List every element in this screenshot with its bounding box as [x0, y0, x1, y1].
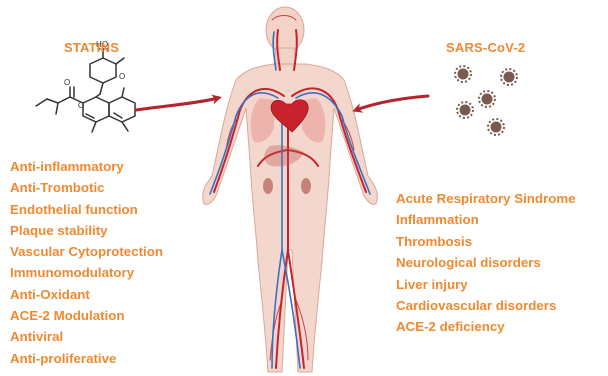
- sars-cov-2-effect-item: Thrombosis: [396, 231, 576, 252]
- svg-text:O: O: [64, 78, 70, 87]
- right-curved-arrow-icon: [356, 96, 428, 110]
- sars-cov-2-effect-item: Liver injury: [396, 274, 576, 295]
- sars-cov-2-heading: SARS-CoV-2: [446, 40, 525, 55]
- sars-cov-2-effect-item: Acute Respiratory Sindrome: [396, 188, 576, 209]
- sars-cov-2-effect-item: ACE-2 deficiency: [396, 316, 576, 337]
- statins-effect-item: Anti-Oxidant: [10, 284, 163, 305]
- statins-effect-item: Immunomodulatory: [10, 262, 163, 283]
- statin-molecule-icon: [36, 49, 135, 132]
- coronavirus-icon: [455, 66, 471, 82]
- human-body-icon: [203, 7, 378, 372]
- statins-effect-item: Anti-inflammatory: [10, 156, 163, 177]
- coronavirus-icon: [479, 91, 495, 107]
- left-curved-arrow-icon: [136, 98, 218, 110]
- sars-cov-2-effect-item: Neurological disorders: [396, 252, 576, 273]
- statins-effect-item: Vascular Cytoprotection: [10, 241, 163, 262]
- statins-heading: STATINS: [64, 40, 119, 55]
- sars-cov-2-effect-item: Cardiovascular disorders: [396, 295, 576, 316]
- statins-effect-item: Plaque stability: [10, 220, 163, 241]
- svg-text:O: O: [119, 72, 125, 81]
- statins-effect-item: Anti-Trombotic: [10, 177, 163, 198]
- coronavirus-particles: [455, 66, 517, 135]
- sars-cov-2-effect-item: Inflammation: [396, 209, 576, 230]
- svg-text:O: O: [78, 101, 84, 110]
- statins-effect-item: ACE-2 Modulation: [10, 305, 163, 326]
- statins-effect-item: Anti-proliferative: [10, 348, 163, 369]
- statins-effect-item: Endothelial function: [10, 199, 163, 220]
- coronavirus-icon: [488, 119, 504, 135]
- statins-effect-item: Antiviral: [10, 326, 163, 347]
- coronavirus-icon: [501, 69, 517, 85]
- coronavirus-icon: [457, 102, 473, 118]
